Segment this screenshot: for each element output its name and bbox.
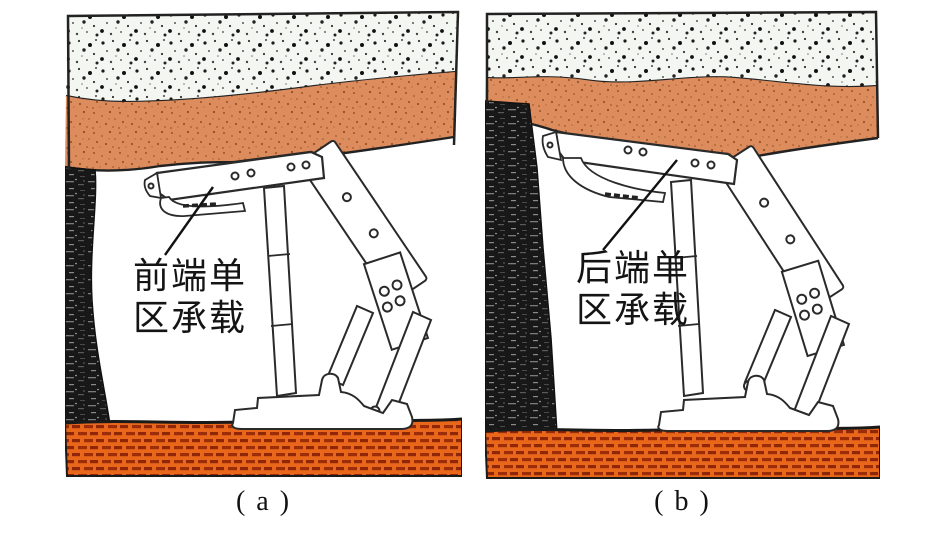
canopy-bolt (638, 147, 648, 157)
caption-b: ( b ) (654, 486, 711, 517)
shield-bolt (394, 295, 406, 307)
leader-line (602, 159, 678, 251)
bracket-detail (604, 192, 641, 200)
panel-b-illustration: 后端单 区承载 (485, 10, 880, 479)
bearing-label-line1: 前端单 (133, 256, 247, 296)
immediate-roof-bottom-line (65, 135, 455, 172)
panel-a-illustration: 前端单 区承载 (65, 10, 462, 477)
panel-border (66, 10, 460, 171)
hydraulic-support (541, 130, 851, 432)
bearing-label-line2: 区承载 (133, 298, 247, 338)
shield-bolt (796, 293, 808, 305)
leg-joint-lines (267, 253, 294, 327)
leader-line (164, 186, 214, 256)
floor-layer (485, 425, 880, 479)
immediate-roof-layer (485, 77, 878, 160)
shield-bolt (811, 303, 823, 315)
leg-joint-lines (674, 255, 700, 327)
canopy-bolt (706, 160, 716, 170)
bearing-label-line2: 区承载 (576, 290, 690, 330)
shield-bolt (809, 287, 821, 299)
bearing-label-line1: 后端单 (576, 248, 690, 288)
hydraulic-leg (669, 178, 705, 398)
shield-bolt (368, 228, 379, 239)
shield-bolt (759, 197, 770, 208)
hydraulic-support (143, 139, 433, 430)
shield-bolt (391, 279, 403, 291)
canopy-bracket (562, 157, 667, 203)
roof-rock-layer (486, 12, 878, 88)
shield-bolt (341, 192, 352, 203)
coal-wall (65, 166, 111, 426)
canopy-bolt (301, 160, 311, 170)
shield-bolt (378, 285, 390, 297)
canopy-bolt (690, 158, 700, 168)
shield-bolt (381, 301, 393, 313)
bracket-detail (182, 202, 218, 208)
link-bar (325, 304, 375, 387)
base-shoe (231, 372, 414, 430)
panel-border (485, 10, 880, 139)
roof-rock-layer (66, 12, 458, 102)
shield-bolt (785, 234, 796, 245)
shield-bolt (799, 309, 811, 321)
canopy-bolt (230, 171, 240, 181)
immediate-roof-layer (65, 72, 456, 171)
caption-a: ( a ) (235, 486, 292, 517)
canopy-bolt (286, 162, 296, 172)
hydraulic-leg (262, 184, 298, 398)
canopy-bolt (623, 145, 633, 155)
canopy-pin (546, 141, 554, 149)
canopy-bolt (246, 168, 256, 178)
canopy-pin (147, 182, 155, 190)
base-shoe (657, 374, 840, 432)
